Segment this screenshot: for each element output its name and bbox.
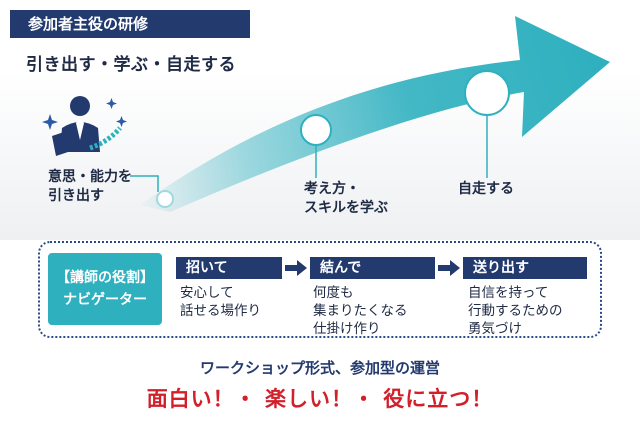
step-text-line: 行動するための [468,303,563,319]
step-head-connect: 結んで [310,257,435,279]
stage-label-2-line2: スキルを学ぶ [304,200,388,216]
step-text-connect: 何度も 集まりたくなる 仕掛け作り [313,284,408,338]
stage-label-1: 意思・能力を 引き出す [48,168,132,206]
stage-label-1-line2: 引き出す [48,188,104,204]
stage-marker-2 [300,114,332,146]
step-text-line: 自信を持って [468,285,549,301]
slogan: 面白い！・ 楽しい！・ 役に立つ！ [146,386,494,411]
step-text-line: 仕掛け作り [313,321,381,337]
step-text-line: 勇気づけ [468,321,522,337]
step-head-send-off: 送り出す [463,257,587,279]
step-text-line: 安心して [180,285,234,301]
step-text-line: 話せる場作り [180,303,261,319]
workshop-caption: ワークショップ形式、参加型の運営 [199,359,440,377]
stage-marker-3 [464,70,510,116]
step-head-invite: 招いて [176,257,282,279]
stage-label-2: 考え方・ スキルを学ぶ [304,180,388,218]
step-text-line: 何度も [313,285,354,301]
presenter-person-icon [42,96,127,156]
header-title: 参加者主役の研修 [10,10,250,38]
stage-label-3-line1: 自走する [458,181,514,197]
step-text-send-off: 自信を持って 行動するための 勇気づけ [468,284,563,338]
step-text-invite: 安心して 話せる場作り [180,284,261,320]
arrow-body [140,16,610,212]
stage-label-3: 自走する [458,180,514,199]
stage-connector-1 [130,175,159,192]
role-title-line1: 【講師の役割】 [56,270,154,286]
sparkle-icon [42,98,127,130]
instructor-role-title: 【講師の役割】 ナビゲーター [48,253,162,325]
step-arrow-icon-1 [285,260,307,276]
step-text-line: 集まりたくなる [313,303,408,319]
stage-marker-1 [156,190,174,208]
stage-label-1-line1: 意思・能力を [48,169,132,185]
step-arrow-icon-2 [438,260,460,276]
header-subtitle: 引き出す・学ぶ・自走する [26,55,236,75]
role-title-line2: ナビゲーター [63,292,147,308]
stage-label-2-line1: 考え方・ [304,181,360,197]
